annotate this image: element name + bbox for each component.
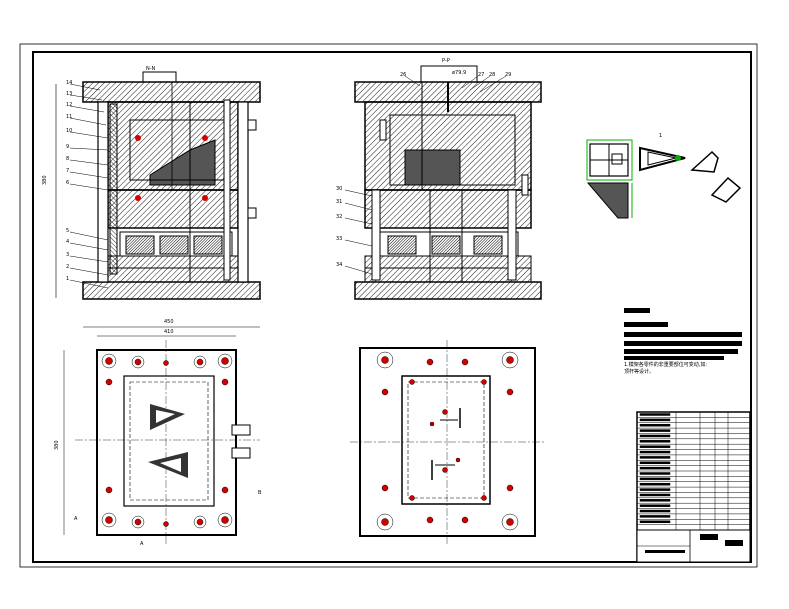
svg-text:3: 3 [66,252,69,258]
title-block-cell-text [639,515,671,518]
svg-text:11: 11 [66,114,72,120]
svg-text:10: 10 [66,128,72,134]
svg-text:9: 9 [66,144,69,150]
svg-text:12: 12 [66,102,72,108]
svg-text:28: 28 [489,72,495,78]
nn-callouts: 14 13 12 11 10 9 8 7 6 5 4 3 2 1 [66,80,72,282]
title-block-cell-text [639,472,671,475]
inner-border [32,51,752,563]
plan-height-dim: 380 [54,440,60,450]
part-label: 1 [659,133,662,139]
plan-marker-b: A [140,541,144,547]
section-pp-label: P-P [442,58,450,64]
plan-marker-c: B [258,490,262,496]
note-line-2: 顶杆等设计。 [624,369,655,375]
title-block-cell-text [639,466,671,470]
svg-text:26: 26 [400,72,406,78]
title-block-cell-text [639,493,671,497]
title-block-cell-text [639,434,671,438]
plan-view-left: 450 410 380 A A [54,319,262,547]
title-block-cell-text [639,423,671,427]
plan-marker-a: A [74,516,78,522]
svg-text:27: 27 [478,72,484,78]
note-line-1: 1.模架各零件的非重要部位可变动,如: [624,362,708,368]
title-block-cell-text [639,461,671,465]
svg-text:2: 2 [66,264,69,270]
title-block-cell-text [639,509,671,513]
pp-top-dim: ø79.9 [452,70,466,76]
svg-text:32: 32 [336,214,342,220]
pp-callouts-top: 26 27 28 29 [400,72,511,78]
svg-text:5: 5 [66,228,69,234]
section-nn-label: N-N [146,66,156,72]
title-block-cell-text [639,445,671,448]
svg-text:33: 33 [336,236,342,242]
title-block-cell-text [639,413,671,416]
pp-callouts-side: 30 31 32 33 34 [336,186,342,268]
plan-view-right [350,340,545,545]
title-block-cell-text [639,429,671,432]
svg-text:8: 8 [66,156,69,162]
title-block-cell-text [639,418,671,422]
title-block-cell-text [639,477,671,481]
nn-height-dim: 380 [42,175,48,185]
title-block-cell-text [639,482,671,486]
svg-text:6: 6 [66,180,69,186]
plan-width-inner: 410 [164,329,174,335]
technical-note: 1.模架各零件的非重要部位可变动,如: 顶杆等设计。 [624,362,750,376]
title-block-cell-text [639,520,671,524]
title-block-cell-text [639,456,671,459]
title-block-cell-text [639,504,671,507]
title-block-cell-text [639,488,671,491]
section-nn-view: N-N 380 [42,66,261,300]
part-detail-views: 1 [586,133,742,219]
plan-width-outer: 450 [164,319,174,325]
title-block-cell-text [639,499,671,502]
svg-text:1: 1 [66,276,69,282]
svg-text:7: 7 [66,168,69,174]
svg-text:31: 31 [336,199,342,205]
section-pp-view: P-P ø79.9 [336,58,542,300]
title-block-cell-text [639,450,671,454]
notes-bars [624,308,742,360]
title-block [636,411,751,563]
svg-text:4: 4 [66,239,69,245]
outer-border [19,43,758,568]
title-block-cell-text [639,440,671,443]
svg-text:30: 30 [336,186,342,192]
svg-text:13: 13 [66,91,72,97]
svg-text:14: 14 [66,80,72,86]
svg-text:29: 29 [505,72,511,78]
svg-text:34: 34 [336,262,342,268]
